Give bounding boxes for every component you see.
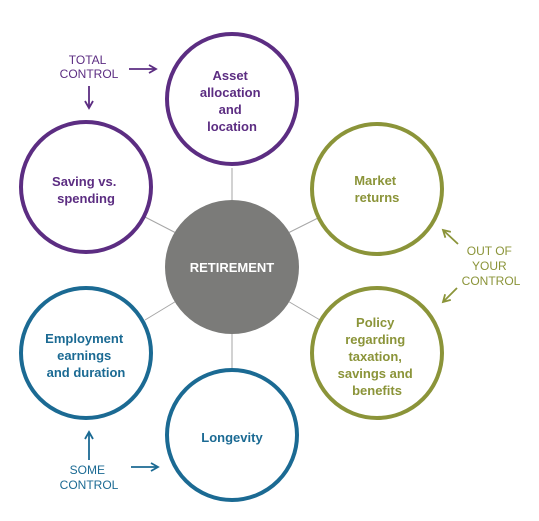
- spoke-policy: [285, 299, 321, 321]
- node-saving: Saving vs. spending: [19, 120, 153, 254]
- note-label-line: OUT OF: [467, 244, 512, 258]
- node-label-line: Employment: [45, 331, 124, 346]
- node-label-line: allocation: [200, 85, 261, 100]
- node-longevity: Longevity: [165, 368, 299, 502]
- note-total-control: TOTAL CONTROL: [60, 53, 158, 110]
- note-label-line: SOME: [70, 463, 105, 477]
- note-label-line: CONTROL: [60, 67, 119, 81]
- node-asset-allocation: Asset allocation and location: [165, 32, 299, 166]
- note-label-line: CONTROL: [60, 478, 119, 492]
- node-circle: [310, 122, 444, 256]
- node-circle: [310, 286, 444, 420]
- node-market-returns: Market returns: [310, 122, 444, 256]
- note-out-of-control: OUT OF YOUR CONTROL: [441, 228, 521, 304]
- node-label-line: Asset: [212, 68, 248, 83]
- note-label: OUT OF YOUR CONTROL: [462, 244, 521, 288]
- node-circle: [165, 368, 299, 502]
- spoke-employment: [144, 299, 179, 321]
- node-label: Longevity: [201, 430, 263, 445]
- center-label: RETIREMENT: [190, 260, 275, 275]
- node-label-line: taxation,: [348, 349, 401, 364]
- node-label-line: savings and: [338, 366, 413, 381]
- node-label-line: Longevity: [201, 430, 263, 445]
- node-label-line: and: [219, 102, 242, 117]
- spokes: [144, 168, 321, 370]
- node-label-line: and duration: [47, 365, 126, 380]
- spoke-saving: [144, 216, 179, 235]
- node-label-line: Market: [354, 173, 397, 188]
- node-label-line: location: [207, 119, 257, 134]
- node-label-line: earnings: [57, 348, 111, 363]
- node-label: Asset allocation and location: [200, 68, 264, 134]
- note-label-line: CONTROL: [462, 274, 521, 288]
- node-label-line: Policy: [356, 315, 395, 330]
- node-label: Employment earnings and duration: [45, 331, 127, 380]
- note-label: TOTAL CONTROL: [60, 53, 119, 81]
- node-circle: [165, 32, 299, 166]
- spoke-market-returns: [285, 216, 321, 235]
- note-label-line: TOTAL: [69, 53, 107, 67]
- node-label: Policy regarding taxation, savings and b…: [338, 315, 417, 398]
- node-circle: [19, 286, 153, 420]
- note-some-control: SOME CONTROL: [60, 430, 160, 492]
- node-label-line: returns: [355, 190, 400, 205]
- node-label-line: regarding: [345, 332, 405, 347]
- node-employment: Employment earnings and duration: [19, 286, 153, 420]
- node-label-line: benefits: [352, 383, 402, 398]
- node-policy: Policy regarding taxation, savings and b…: [310, 286, 444, 420]
- node-label: Saving vs. spending: [52, 174, 120, 206]
- note-label-line: YOUR: [472, 259, 507, 273]
- center-circle: [165, 200, 299, 334]
- node-label-line: Saving vs.: [52, 174, 116, 189]
- note-label: SOME CONTROL: [60, 463, 119, 492]
- arrow-down-left-icon: [441, 287, 458, 304]
- center-node: RETIREMENT: [165, 200, 299, 334]
- node-label-line: spending: [57, 191, 115, 206]
- arrow-up-left-icon: [441, 228, 459, 245]
- node-circle: [19, 120, 153, 254]
- node-label: Market returns: [354, 173, 400, 205]
